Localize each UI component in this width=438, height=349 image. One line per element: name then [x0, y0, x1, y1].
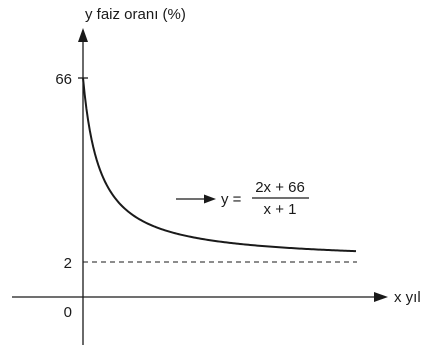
- function-curve: [82, 77, 357, 253]
- origin-label: 0: [64, 304, 72, 321]
- y-axis-label: y faiz oranı (%): [85, 6, 186, 23]
- x-axis-label: x yıl: [394, 289, 421, 306]
- equation-denominator: x + 1: [264, 201, 297, 218]
- equation-numerator: 2x + 66: [255, 179, 305, 196]
- y-axis-arrow-icon: [78, 28, 88, 42]
- equation-pointer-arrow-icon: [204, 194, 216, 204]
- y-tick-66: 66: [55, 71, 72, 88]
- equation-lhs: y =: [221, 191, 242, 208]
- x-axis-arrow-icon: [374, 292, 388, 302]
- y-tick-2: 2: [64, 255, 72, 272]
